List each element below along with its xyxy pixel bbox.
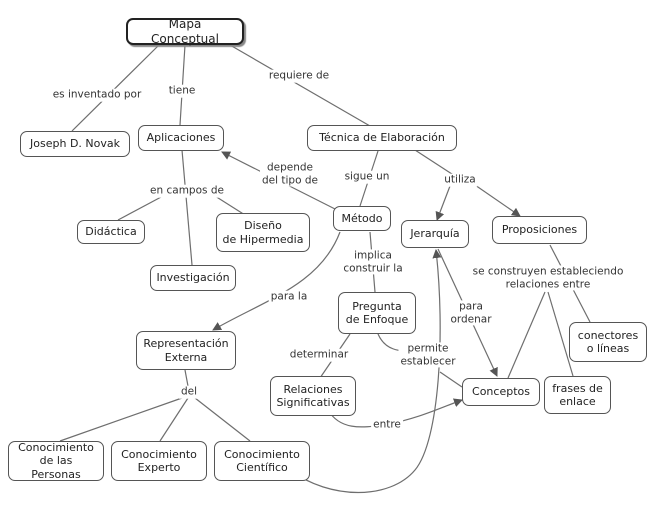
- link-label-en-campos-de: en campos de: [148, 184, 226, 198]
- link-utiliza-jerarquia: [435, 185, 451, 221]
- node-investigacion[interactable]: Investigación: [150, 265, 236, 291]
- link-del-experto: [159, 397, 189, 442]
- node-label-line-2: o líneas: [586, 342, 630, 355]
- node-label: Mapa Conceptual: [151, 16, 219, 46]
- node-label-line-2: enlace: [559, 395, 596, 408]
- node-label-line-2: Científico: [236, 461, 288, 474]
- link-cientifico-jerarquia: [289, 249, 442, 493]
- link-campos-diseno: [214, 195, 246, 216]
- node-label-line-2: Experto: [137, 461, 181, 474]
- node-proposiciones[interactable]: Proposiciones: [492, 216, 587, 244]
- link-label-entre: entre: [371, 418, 403, 432]
- link-label-se-construyen: se construyen estableciendo relaciones e…: [470, 265, 626, 291]
- link-mapa-novak: [71, 43, 161, 132]
- link-proposiciones-frases: [547, 291, 574, 377]
- link-tecnica-utiliza: [414, 149, 456, 177]
- link-representacion-del: [184, 369, 189, 387]
- node-relaciones-significativas[interactable]: Relaciones Significativas: [270, 376, 356, 416]
- link-label-para-ordenar: para ordenar: [448, 300, 494, 326]
- node-diseno-hipermedia[interactable]: Diseño de Hipermedia: [216, 213, 310, 252]
- node-label-line-1: Conocimiento: [121, 447, 197, 461]
- node-representacion-externa[interactable]: Representación Externa: [136, 331, 236, 370]
- node-label-line-1: Conocimiento: [224, 447, 300, 461]
- link-del-cientifico: [194, 397, 251, 442]
- node-tecnica-elaboracion[interactable]: Técnica de Elaboración: [307, 125, 457, 151]
- node-jerarquia[interactable]: Jerarquía: [401, 220, 469, 248]
- link-aplicaciones-investigacion: [181, 149, 193, 266]
- node-conocimiento-cientifico[interactable]: Conocimiento Científico: [214, 441, 310, 481]
- node-label-line-1: frases de: [552, 381, 603, 395]
- node-label: Joseph D. Novak: [30, 137, 120, 151]
- node-label: Investigación: [156, 271, 230, 285]
- link-campos-didactica: [117, 195, 164, 221]
- node-conocimiento-experto[interactable]: Conocimiento Experto: [111, 441, 207, 481]
- link-label-utiliza: utiliza: [442, 173, 478, 187]
- node-label-line-2: de Hipermedia: [222, 232, 304, 246]
- node-didactica[interactable]: Didáctica: [77, 220, 145, 244]
- node-conectores-lineas[interactable]: conectores o líneas: [569, 322, 647, 362]
- link-utiliza-proposiciones: [474, 184, 521, 217]
- link-label-para-la: para la: [268, 290, 310, 304]
- node-joseph-novak[interactable]: Joseph D. Novak: [20, 131, 130, 157]
- node-label-line-1: Relaciones: [283, 382, 343, 396]
- link-mapa-tecnica: [229, 44, 371, 127]
- node-label-line-2: de las Personas: [31, 454, 81, 481]
- link-label-del: del: [178, 385, 200, 399]
- link-label-requiere-de: requiere de: [266, 69, 332, 83]
- node-label: Proposiciones: [501, 223, 578, 237]
- link-del-personas: [59, 397, 183, 442]
- link-label-permite-establecer: permite establecer: [398, 342, 458, 368]
- link-proposiciones-conceptos: [507, 291, 546, 379]
- link-label-es-inventado-por: es inventado por: [50, 88, 144, 102]
- node-label: Método: [341, 211, 383, 225]
- node-label-line-2: de Enfoque: [345, 313, 409, 326]
- link-label-depende-del-tipo-de: depende del tipo de: [260, 161, 320, 187]
- node-label-line-2: Externa: [164, 350, 208, 364]
- link-label-tiene: tiene: [166, 84, 198, 98]
- node-aplicaciones[interactable]: Aplicaciones: [138, 125, 224, 151]
- link-metodo-representacion: [212, 231, 341, 331]
- node-label: Técnica de Elaboración: [319, 131, 445, 145]
- node-mapa-conceptual[interactable]: Mapa Conceptual: [126, 16, 244, 46]
- link-permite-conceptos: [439, 371, 463, 388]
- node-label-line-1: Pregunta: [352, 299, 402, 313]
- node-metodo[interactable]: Método: [333, 206, 391, 231]
- node-label: Aplicaciones: [146, 131, 216, 145]
- link-label-determinar: determinar: [287, 348, 351, 362]
- node-label: Jerarquía: [410, 227, 460, 241]
- node-label-line-1: Diseño: [244, 219, 282, 233]
- node-label: Didáctica: [85, 225, 137, 239]
- node-label: Conceptos: [472, 385, 530, 399]
- node-conocimiento-personas[interactable]: Conocimiento de las Personas: [8, 441, 104, 481]
- link-label-implica-construir-la: implica construir la: [341, 249, 405, 275]
- node-conceptos[interactable]: Conceptos: [462, 378, 540, 406]
- link-label-sigue-un: sigue un: [342, 170, 392, 184]
- node-pregunta-enfoque[interactable]: Pregunta de Enfoque: [338, 292, 416, 334]
- node-label-line-1: conectores: [577, 328, 639, 342]
- node-label-line-2: Significativas: [276, 396, 350, 409]
- node-label-line-1: Representación: [143, 337, 229, 351]
- node-label-line-1: Conocimiento: [18, 440, 94, 454]
- node-frases-enlace[interactable]: frases de enlace: [544, 376, 611, 414]
